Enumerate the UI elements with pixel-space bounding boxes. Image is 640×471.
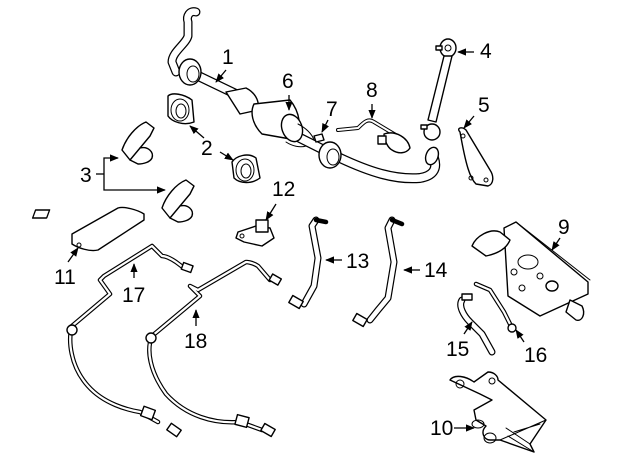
callout-13[interactable]: 13: [346, 250, 369, 273]
callout-5[interactable]: 5: [478, 94, 490, 117]
link-bracket[interactable]: [458, 127, 494, 187]
clip[interactable]: [313, 133, 325, 143]
callout-17[interactable]: 17: [122, 284, 145, 307]
callout-3[interactable]: 3: [80, 164, 92, 187]
callout-14[interactable]: 14: [424, 259, 448, 282]
callout-7[interactable]: 7: [326, 98, 338, 121]
stabilizer-bar[interactable]: [167, 7, 441, 184]
callout-4[interactable]: 4: [480, 40, 492, 63]
pressure-sensor[interactable]: [235, 219, 275, 247]
callout-16[interactable]: 16: [524, 344, 547, 367]
hydraulic-line-front[interactable]: [66, 243, 194, 438]
pressure-line-left[interactable]: [288, 216, 329, 310]
sensor-with-harness[interactable]: [336, 118, 411, 154]
valve-block[interactable]: [471, 221, 591, 321]
callout-8[interactable]: 8: [366, 79, 378, 102]
bushing-bracket-lower[interactable]: [161, 179, 195, 223]
valve-block-bracket[interactable]: [449, 371, 547, 453]
callout-9[interactable]: 9: [558, 216, 570, 239]
bushing-lower[interactable]: [231, 154, 261, 184]
callout-12[interactable]: 12: [272, 178, 295, 201]
bushing-upper[interactable]: [167, 93, 195, 125]
callout-1[interactable]: 1: [222, 46, 234, 69]
actuator-motor[interactable]: [225, 87, 315, 148]
hydraulic-line-rear[interactable]: [145, 259, 283, 438]
callout-10[interactable]: 10: [430, 417, 453, 440]
callout-6[interactable]: 6: [282, 70, 294, 93]
callout-labels: 1 2 3 4 5 6 7 8 9 10 11 12 13 14 15 16 1…: [54, 40, 570, 440]
return-line[interactable]: [473, 281, 517, 333]
control-module[interactable]: [31, 206, 145, 252]
pressure-line-right[interactable]: [352, 216, 405, 328]
bushing-bracket-upper[interactable]: [121, 121, 155, 165]
stabilizer-link[interactable]: [420, 38, 457, 141]
callout-leaders: [67, 48, 561, 432]
callout-15[interactable]: 15: [446, 338, 469, 361]
callout-2[interactable]: 2: [201, 137, 213, 160]
callout-18[interactable]: 18: [184, 330, 207, 353]
callout-11[interactable]: 11: [54, 266, 76, 289]
